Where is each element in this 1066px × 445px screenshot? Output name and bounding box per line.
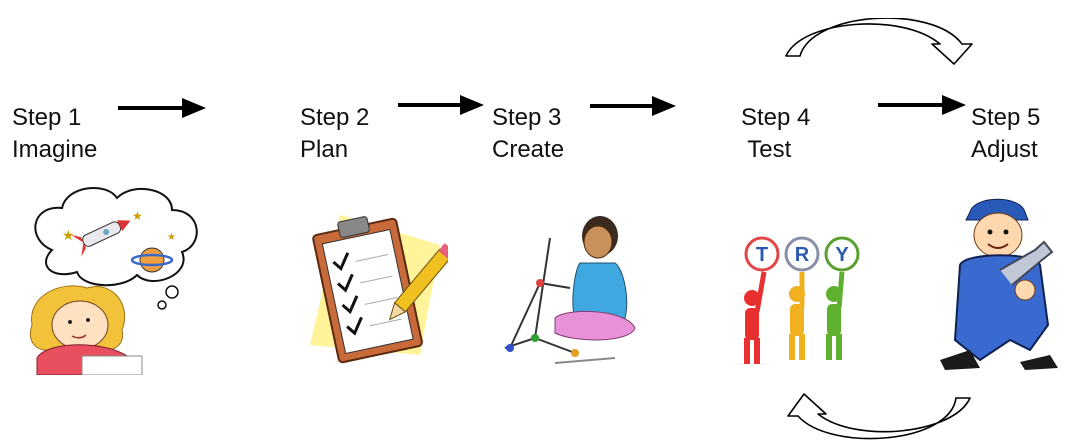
- step-4-label: Step 4 Test: [741, 102, 810, 166]
- arrow-step1-to-step2: [118, 98, 206, 118]
- step-4-name: Test: [741, 136, 792, 163]
- svg-text:★: ★: [132, 209, 143, 223]
- try-letter-y: Y: [835, 244, 849, 266]
- step-2-label: Step 2 Plan: [300, 102, 369, 166]
- step-5-number: Step 5: [971, 104, 1041, 131]
- step-1-number: Step 1: [12, 104, 82, 131]
- step-3-label: Step 3 Create: [492, 102, 564, 166]
- clipboard-checklist-picture: [310, 215, 448, 364]
- try-letter-t: T: [756, 244, 768, 266]
- girl-building-picture: [504, 216, 636, 364]
- arrow-step3-to-step4: [590, 96, 676, 116]
- arrow-step4-to-step5: [878, 95, 966, 115]
- step-1-label: Step 1 Imagine: [12, 102, 97, 166]
- step-3-name: Create: [492, 136, 565, 163]
- step-2-number: Step 2: [300, 104, 370, 131]
- step-4-number: Step 4: [741, 104, 811, 131]
- top-curved-arrow: [785, 18, 973, 65]
- step-5-name: Adjust: [971, 136, 1038, 163]
- step-3-number: Step 3: [492, 104, 562, 131]
- try-letter-r: R: [795, 244, 810, 266]
- step-1-name: Imagine: [12, 136, 98, 163]
- svg-text:★: ★: [167, 232, 176, 243]
- mechanic-picture: [940, 198, 1058, 370]
- arrow-step2-to-step3: [398, 95, 484, 115]
- child-imagining-picture: ★ ★ ★: [29, 186, 198, 375]
- bottom-curved-arrow: [787, 393, 971, 440]
- try-figures-picture: T R Y: [744, 236, 860, 364]
- step-2-name: Plan: [300, 136, 349, 163]
- svg-text:★: ★: [62, 227, 75, 243]
- step-5-label: Step 5 Adjust: [971, 102, 1040, 166]
